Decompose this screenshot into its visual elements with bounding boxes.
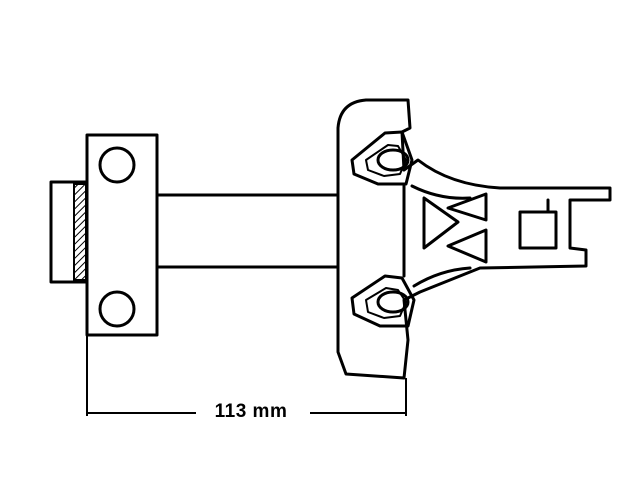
bolt-hole-top [98,146,136,184]
connecting-arm [155,193,340,269]
bolt-hole-bottom [98,290,136,328]
lower-bolt-boss [350,274,416,328]
inner-edge-right [410,184,472,288]
upper-bolt-boss [350,130,414,186]
dimension-line [86,335,407,416]
mounting-plate [85,133,159,337]
bracket-body [336,98,612,380]
triangle-markings [422,192,488,264]
dimension-label: 113 mm [214,401,288,422]
bushing-pad [49,180,89,284]
slot-cutout [518,198,558,250]
